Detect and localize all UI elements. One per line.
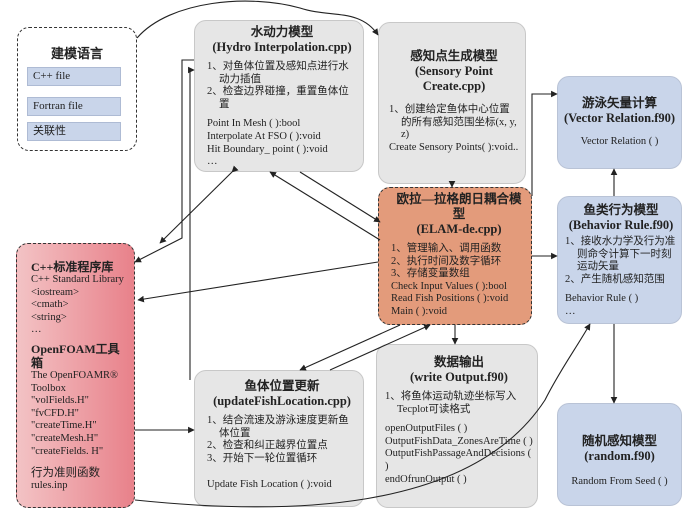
hydro-func-1: Point In Mesh ( ):bool xyxy=(207,118,301,130)
cpp-library-line-5: … xyxy=(31,324,42,336)
random-func-1: Random From Seed ( ) xyxy=(571,476,668,487)
legend-modeling-language: 建模语言 C++ file Fortran file 关联性 xyxy=(17,27,137,151)
cpp-library-line-1: C++ Standard Library xyxy=(31,274,124,285)
arrow-hydro-to-lib xyxy=(134,59,194,263)
arrow-hydro-to-elam xyxy=(299,171,381,223)
openfoam-line-2: Toolbox xyxy=(31,382,66,394)
vector-title: 游泳矢量计算 xyxy=(581,96,657,110)
output-item-1: 1、将鱼体运动轨迹坐标写入Tecplot可读格式 xyxy=(385,391,517,415)
update-fish-location-box: 鱼体位置更新 (updateFishLocation.cpp) 1、结合流速及游… xyxy=(194,370,364,507)
hydro-title: 水动力模型 xyxy=(250,25,314,39)
openfoam-line-5: "createTime.H" xyxy=(31,420,97,432)
arrow-fishloc-to-hydro xyxy=(188,66,195,380)
arrow-lang-to-sensory xyxy=(136,0,379,39)
hydro-item-2: 2、检查边界碰撞，重置鱼体位置 xyxy=(207,86,349,110)
cpp-library-line-2: <iostream> xyxy=(31,286,79,298)
openfoam-line-7: "createFields. H" xyxy=(31,445,104,457)
arrow-elam-to-vector xyxy=(531,90,558,196)
rule-function-file: rules.inp xyxy=(31,480,68,492)
output-func-2: OutputFishData_ZonesAreTime ( ) xyxy=(385,435,533,447)
fishloc-func-1: Update Fish Location ( ):void xyxy=(207,479,332,491)
fishloc-item-1: 1、结合流速及游泳速度更新鱼体位置 xyxy=(207,415,349,439)
elam-coupling-box: 欧拉—拉格朗日耦合模型 (ELAM-de.cpp) 1、管理输入、调用函数 2、… xyxy=(378,187,532,325)
fishloc-file: (updateFishLocation.cpp) xyxy=(213,394,351,408)
cpp-library-line-4: <string> xyxy=(31,311,67,323)
arrow-elam-to-fishloc xyxy=(299,324,401,371)
hydro-func-2: Interpolate At FSO ( ):void xyxy=(207,130,321,142)
arrow-rule-to-behavior xyxy=(134,323,591,508)
arrow-lib-bidir-1 xyxy=(159,165,239,244)
behavior-func-2: … xyxy=(565,305,576,317)
openfoam-title: OpenFOAM工具箱 xyxy=(31,341,120,370)
openfoam-line-3: "volFields.H" xyxy=(31,395,89,407)
hydro-item-1: 1、对鱼体位置及感知点进行水动力插值 xyxy=(207,61,349,85)
write-output-box: 数据输出 (write Output.f90) 1、将鱼体运动轨迹坐标写入Tec… xyxy=(376,344,538,508)
rule-function-title: 行为准则函数 xyxy=(31,467,100,480)
vector-file: (Vector Relation.f90) xyxy=(563,111,676,125)
behavior-file: (Behavior Rule.f90) xyxy=(568,218,674,232)
behavior-item-1: 1、接收水力学及行为准则命令计算下一时刻运动矢量 xyxy=(565,236,676,273)
elam-func-3: Main ( ):void xyxy=(391,305,447,317)
arrow-fishloc-to-elam xyxy=(329,324,431,371)
elam-func-2: Read Fish Positions ( ):void xyxy=(391,293,509,305)
legend-title: 建模语言 xyxy=(50,46,103,61)
random-title: 随机感知模型 xyxy=(581,434,657,448)
elam-item-3: 3、存储变量数组 xyxy=(391,268,470,280)
output-func-1: openOutputFiles ( ) xyxy=(385,423,468,435)
legend-cpp-file: C++ file xyxy=(27,67,121,86)
hydro-func-4: … xyxy=(207,156,218,168)
cpp-library-line-3: <cmath> xyxy=(31,299,69,311)
openfoam-line-1: The OpenFOAMR® xyxy=(31,369,119,381)
elam-item-1: 1、管理输入、调用函数 xyxy=(391,243,502,254)
legend-association: 关联性 xyxy=(27,122,121,141)
elam-func-4: … xyxy=(391,318,402,325)
hydro-file: (Hydro Interpolation.cpp) xyxy=(212,40,352,54)
openfoam-line-6: "createMesh.H" xyxy=(31,432,99,444)
sensory-func-1: Create Sensory Points( ):void.. xyxy=(389,141,519,153)
sensory-file: (Sensory Point Create.cpp) xyxy=(414,64,494,93)
sensory-title: 感知点生成模型 xyxy=(410,49,498,63)
vector-func-1: Vector Relation ( ) xyxy=(580,136,659,147)
behavior-func-1: Behavior Rule ( ) xyxy=(565,293,639,305)
output-func-4: endOfrunOutput ( ) xyxy=(385,473,467,485)
openfoam-line-4: "fvCFD.H" xyxy=(31,407,79,419)
behavior-title: 鱼类行为模型 xyxy=(583,203,659,217)
sensory-item-1: 1、创建给定鱼体中心位置的所有感知范围坐标(x, y, z) xyxy=(389,104,517,141)
library-box: C++标准程序库 C++ Standard Library <iostream>… xyxy=(16,243,135,508)
elam-title: 欧拉—拉格朗日耦合模型 xyxy=(396,192,522,221)
output-title: 数据输出 xyxy=(433,355,484,369)
behavior-rule-box: 鱼类行为模型 (Behavior Rule.f90) 1、接收水力学及行为准则命… xyxy=(557,196,682,324)
behavior-item-2: 2、产生随机感知范围 xyxy=(565,273,665,285)
sensory-point-box: 感知点生成模型 (Sensory Point Create.cpp) 1、创建给… xyxy=(378,22,526,184)
hydro-interpolation-box: 水动力模型 (Hydro Interpolation.cpp) 1、对鱼体位置及… xyxy=(194,20,364,172)
vector-relation-box: 游泳矢量计算 (Vector Relation.f90) Vector Rela… xyxy=(557,76,682,169)
fishloc-item-3: 3、开始下一轮位置循环 xyxy=(207,452,318,464)
random-file: (random.f90) xyxy=(584,449,655,463)
elam-item-2: 2、执行时间及数字循环 xyxy=(391,255,502,267)
output-file: (write Output.f90) xyxy=(410,370,508,384)
output-func-3: OutputFishPassageAndDecisions ( ) xyxy=(385,448,532,472)
fishloc-item-2: 2、检查和纠正越界位置点 xyxy=(207,440,328,452)
cpp-library-title: C++标准程序库 xyxy=(31,260,114,274)
hydro-func-3: Hit Boundary_ point ( ):void xyxy=(207,143,328,155)
arrow-elam-to-hydro xyxy=(269,171,381,241)
fishloc-title: 鱼体位置更新 xyxy=(244,379,320,393)
random-seed-box: 随机感知模型 (random.f90) Random From Seed ( ) xyxy=(557,403,682,506)
elam-func-1: Check Input Values ( ):bool xyxy=(391,280,507,292)
elam-file: (ELAM-de.cpp) xyxy=(416,222,502,236)
arrow-elam-to-lib xyxy=(137,261,379,303)
legend-fortran-file: Fortran file xyxy=(27,97,121,116)
